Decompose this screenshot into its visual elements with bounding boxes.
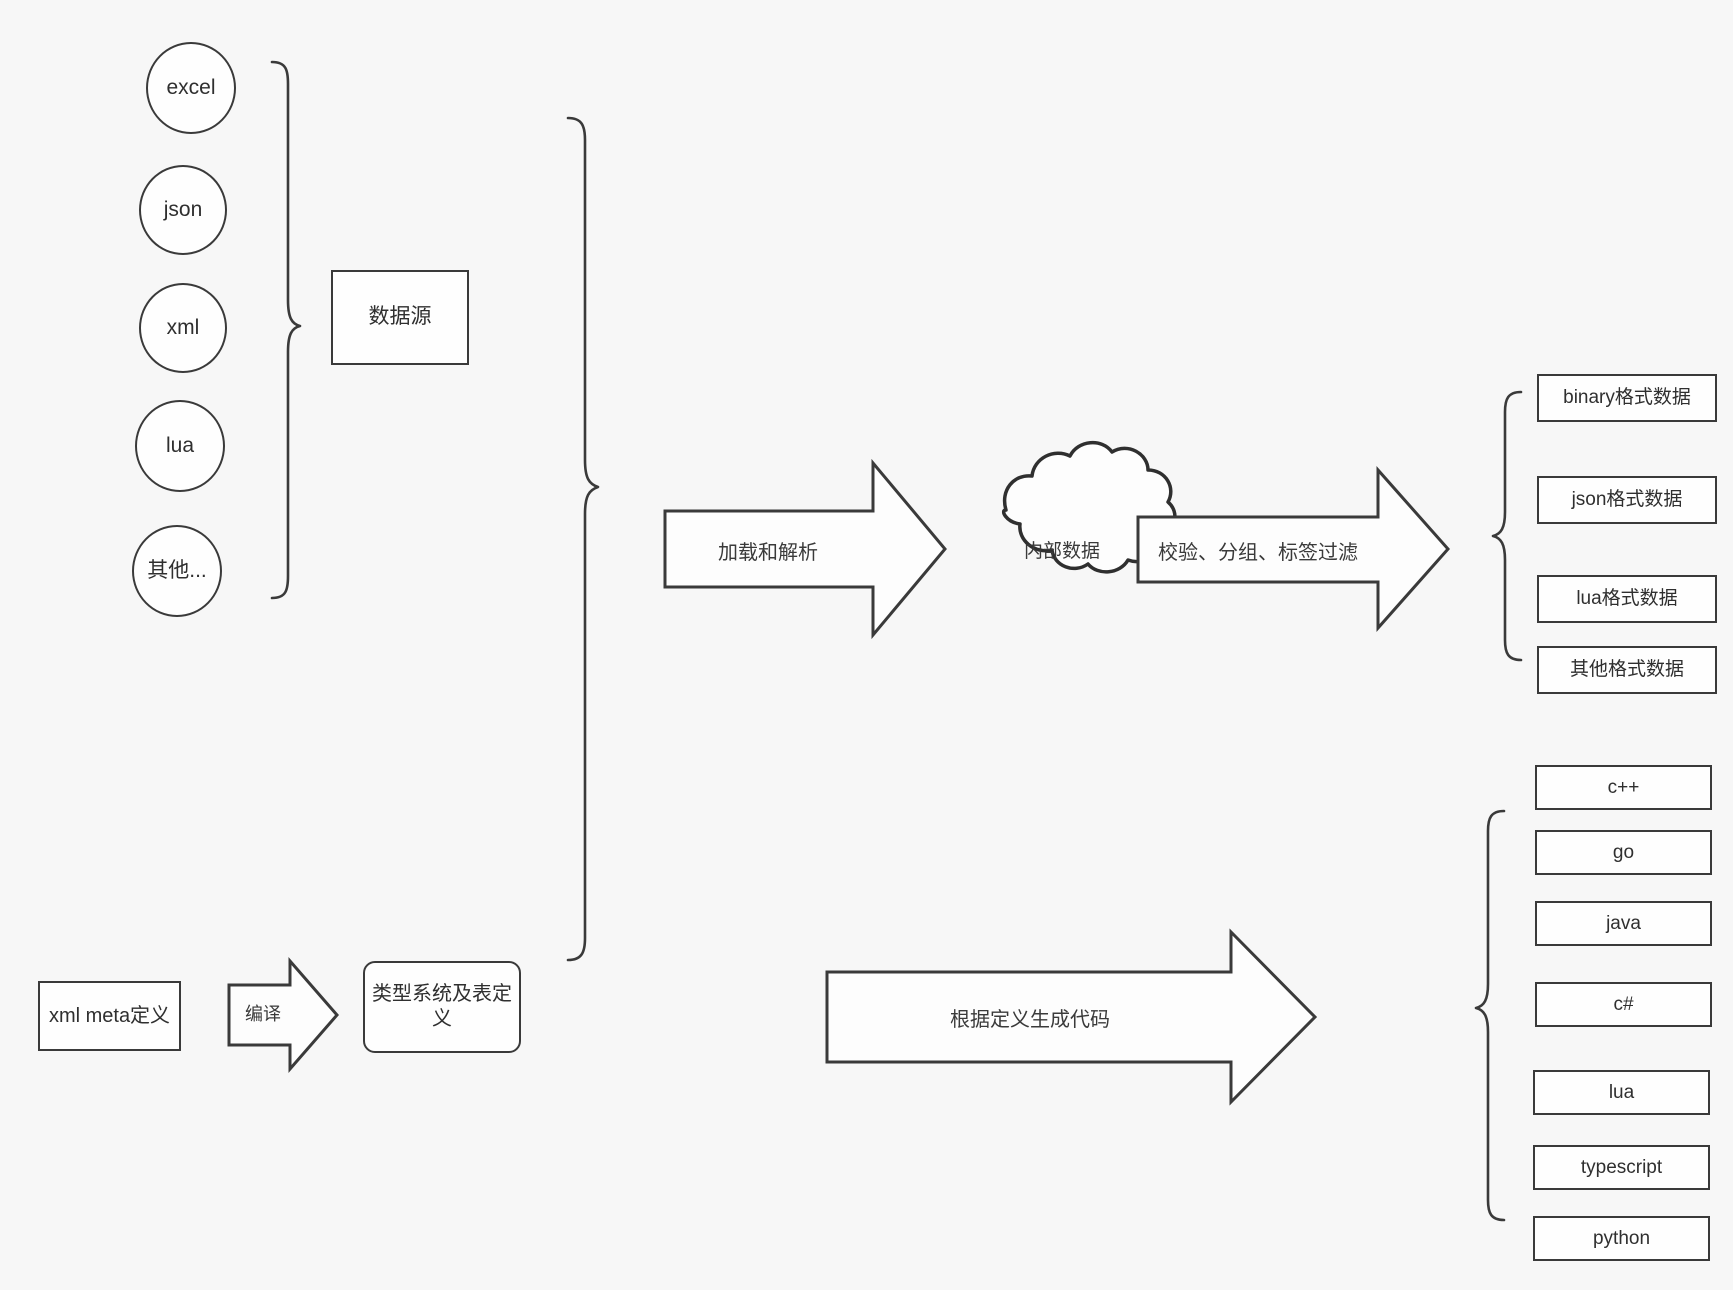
data-output-label: binary格式数据 <box>1563 387 1691 409</box>
data-output-label: 其他格式数据 <box>1569 659 1684 681</box>
codegen-lang-label: c# <box>1613 993 1634 1015</box>
source-node-label: xml <box>166 315 200 339</box>
data-output-lua[interactable]: lua格式数据 <box>1537 575 1717 623</box>
data-output-label: lua格式数据 <box>1576 588 1678 610</box>
load-parse-arrow-shape <box>663 458 947 640</box>
codegen-lang-label: go <box>1612 841 1635 863</box>
data-source-group-box[interactable]: 数据源 <box>331 270 469 365</box>
codegen-lang-java[interactable]: java <box>1535 901 1712 946</box>
source-node-xml[interactable]: xml <box>139 283 227 373</box>
pipeline-input-brace <box>566 116 600 962</box>
type-system-label: 类型系统及表定义 <box>372 983 512 1030</box>
data-output-label: json格式数据 <box>1571 489 1683 511</box>
codegen-languages-brace <box>1474 809 1506 1222</box>
source-node-label: 其他... <box>147 558 207 582</box>
data-output-binary[interactable]: binary格式数据 <box>1537 374 1717 422</box>
data-output-json[interactable]: json格式数据 <box>1537 476 1717 524</box>
compile-arrow-shape <box>227 956 339 1074</box>
source-node-excel[interactable]: excel <box>146 42 236 134</box>
codegen-lang-typescript[interactable]: typescript <box>1533 1145 1710 1190</box>
source-node-label: json <box>163 197 203 221</box>
codegen-lang-csharp[interactable]: c# <box>1535 982 1712 1027</box>
source-node-json[interactable]: json <box>139 165 227 255</box>
data-output-other[interactable]: 其他格式数据 <box>1537 646 1717 694</box>
source-node-label: lua <box>165 433 195 457</box>
codegen-lang-label: typescript <box>1580 1156 1663 1178</box>
validate-filter-arrow-shape <box>1136 466 1451 632</box>
codegen-lang-label: python <box>1592 1227 1651 1249</box>
codegen-lang-cpp[interactable]: c++ <box>1535 765 1712 810</box>
codegen-lang-python[interactable]: python <box>1533 1216 1710 1261</box>
codegen-lang-label: lua <box>1608 1081 1635 1103</box>
codegen-lang-go[interactable]: go <box>1535 830 1712 875</box>
codegen-lang-label: java <box>1606 912 1641 934</box>
xml-meta-definition-box[interactable]: xml meta定义 <box>38 981 181 1051</box>
data-source-group-label: 数据源 <box>368 305 432 329</box>
codegen-arrow-shape <box>825 928 1318 1106</box>
source-node-lua[interactable]: lua <box>135 400 225 492</box>
source-node-other[interactable]: 其他... <box>132 525 222 617</box>
source-node-label: excel <box>166 75 216 99</box>
type-system-box[interactable]: 类型系统及表定义 <box>363 961 521 1053</box>
codegen-lang-lua[interactable]: lua <box>1533 1070 1710 1115</box>
codegen-lang-label: c++ <box>1607 776 1640 798</box>
xml-meta-definition-label: xml meta定义 <box>48 1004 171 1027</box>
sources-brace <box>270 60 302 600</box>
data-output-brace <box>1491 390 1523 662</box>
